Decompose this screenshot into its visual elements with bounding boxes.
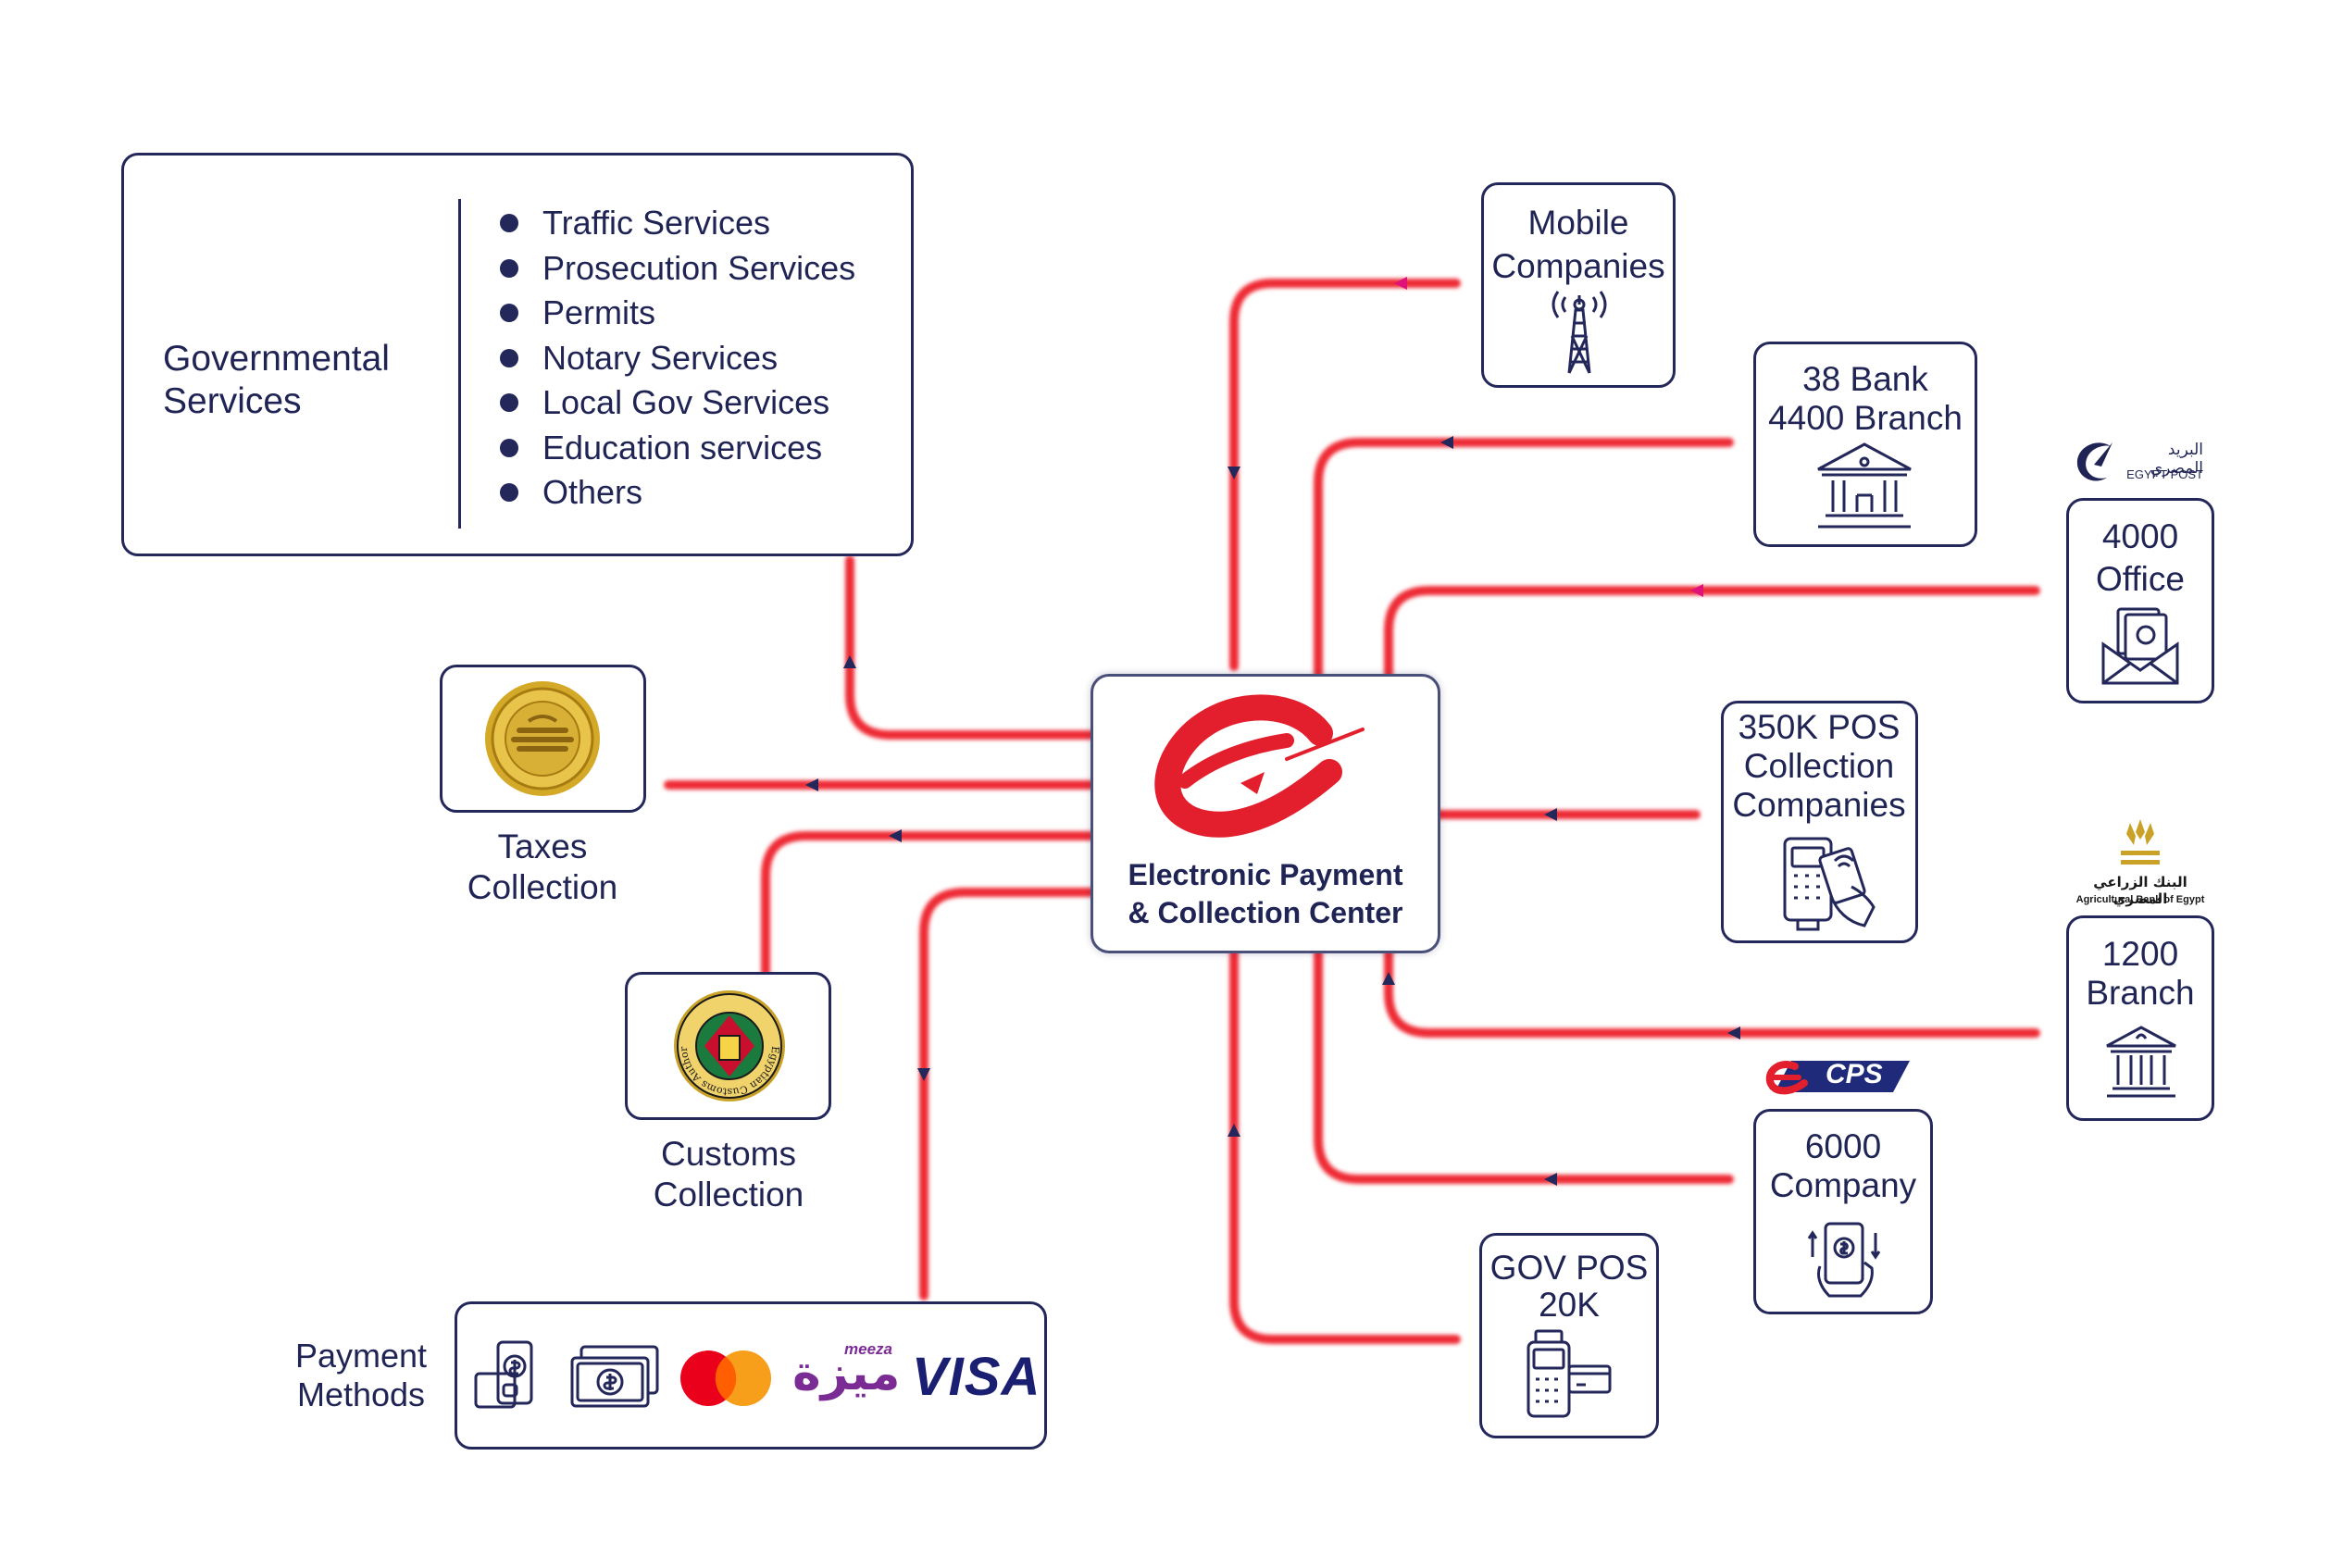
arrow-icon xyxy=(1394,277,1407,290)
label-line: 4400 Branch xyxy=(1768,399,1963,437)
label-line: Mobile xyxy=(1527,204,1629,242)
wallet-phone-icon xyxy=(474,1340,533,1409)
cash-icon xyxy=(570,1345,659,1408)
label-line: Methods xyxy=(296,1375,426,1413)
label-line: 4000 xyxy=(2101,517,2179,555)
label-line: Collection xyxy=(1743,747,1895,785)
customs-label: Customs Collection xyxy=(590,1134,867,1215)
governmental-service-item: Others xyxy=(498,470,855,516)
pos-terminal-hand-icon xyxy=(1783,837,1876,931)
label-line: 38 Bank xyxy=(1802,360,1928,398)
agri-bank-label: 1200 Branch xyxy=(2066,935,2214,1013)
connector-mobile xyxy=(1229,279,1461,671)
arrow-icon xyxy=(843,655,856,668)
phone-payment-hand-icon xyxy=(1807,1222,1881,1298)
ecps-logo-icon xyxy=(1765,1061,1910,1095)
connector-agri xyxy=(1384,949,2040,1038)
customs-authority-seal-icon: Egyptian Customs Authority xyxy=(671,988,785,1101)
mobile-companies-label: Mobile Companies xyxy=(1481,201,1676,288)
mastercard-icon xyxy=(680,1350,771,1406)
pos-companies-box xyxy=(1721,701,1918,943)
label-line: Taxes xyxy=(497,828,588,865)
title-line: & Collection Center xyxy=(1128,896,1403,929)
connector-bank xyxy=(1314,438,1734,678)
arrow-icon xyxy=(1440,436,1453,449)
label-line: 6000 xyxy=(1804,1127,1882,1165)
agri-bank-box xyxy=(2066,915,2214,1121)
bank-label: 38 Bank 4400 Branch xyxy=(1740,360,1990,438)
cell-tower-icon xyxy=(1552,291,1607,374)
label-line: Collection xyxy=(467,868,618,906)
label-line: 20K xyxy=(1539,1286,1600,1324)
tax-authority-seal-icon xyxy=(485,681,600,796)
connector-payment xyxy=(919,888,1095,1300)
gov-pos-label: GOV POS 20K xyxy=(1479,1250,1659,1324)
arrow-icon xyxy=(1382,972,1395,985)
governmental-service-item: Permits xyxy=(498,291,855,336)
bank-columns-icon xyxy=(2106,1026,2176,1098)
title-line: Electronic Payment xyxy=(1128,858,1403,891)
bank-building-icon xyxy=(1817,442,1912,529)
agri-bank-logo-ar: البنك الزراعي المصري xyxy=(2093,874,2187,907)
pos-companies-label: 350K POS Collection Companies xyxy=(1708,708,1930,825)
taxes-label: Taxes Collection xyxy=(404,827,681,908)
connector-lines xyxy=(664,279,2040,1344)
label-line: Companies xyxy=(1732,786,1906,824)
governmental-services-title: Governmental Services xyxy=(163,338,441,423)
governmental-service-item: Local Gov Services xyxy=(498,380,855,426)
cps-label: 6000 Company xyxy=(1753,1127,1933,1205)
center-title: Electronic Payment & Collection Center xyxy=(1090,856,1440,932)
arrow-icon xyxy=(889,829,902,842)
egypt-post-logo-ar: البريد المصري xyxy=(2150,441,2203,478)
connector-cps xyxy=(1314,949,1734,1184)
e-logo-icon xyxy=(1154,694,1365,838)
governmental-service-item: Education services xyxy=(498,426,855,471)
arrow-icon xyxy=(1544,1173,1557,1186)
title-line: Governmental xyxy=(163,339,390,379)
arrow-icon xyxy=(1228,1124,1240,1137)
agri-bank-logo-en: Agricultural Bank of Egypt xyxy=(2075,894,2205,905)
arrow-icon xyxy=(805,778,818,791)
label-line: Payment xyxy=(294,1337,428,1375)
label-line: Customs xyxy=(661,1135,796,1173)
label-line: Office xyxy=(2096,560,2185,598)
ecps-logo-text: CPS xyxy=(1826,1059,1883,1089)
pos-card-icon xyxy=(1527,1329,1612,1418)
governmental-service-item: Notary Services xyxy=(498,336,855,381)
egypt-post-logo-icon xyxy=(2076,442,2112,481)
label-line: GOV POS xyxy=(1489,1249,1649,1287)
agri-bank-logo-icon xyxy=(2121,819,2160,865)
arrow-icon xyxy=(1544,808,1557,821)
arrow-icon xyxy=(1727,1027,1740,1039)
label-line: 1200 xyxy=(2101,935,2179,973)
label-line: Company xyxy=(1769,1166,1917,1204)
arrow-icon xyxy=(917,1068,930,1081)
meeza-logo: meeza ميزة xyxy=(792,1340,901,1414)
vertical-divider xyxy=(458,199,461,529)
post-label: 4000 Office xyxy=(2066,516,2214,601)
egypt-post-logo-en: EGYPT POST xyxy=(2126,467,2203,481)
label-line: Collection xyxy=(653,1176,804,1213)
meeza-text-en: meeza xyxy=(844,1340,892,1358)
arrow-icon xyxy=(1228,467,1240,479)
cps-box xyxy=(1753,1109,1933,1314)
governmental-service-item: Prosecution Services xyxy=(498,246,855,292)
label-line: Companies xyxy=(1491,247,1665,285)
title-line: Services xyxy=(163,381,302,421)
connector-governmental xyxy=(845,555,1095,740)
connector-customs xyxy=(761,831,1095,977)
label-line: 350K POS xyxy=(1738,708,1901,746)
connector-govpos xyxy=(1229,949,1461,1344)
payment-methods-label: Payment Methods xyxy=(268,1337,454,1414)
envelope-money-icon xyxy=(2101,607,2179,685)
governmental-service-item: Traffic Services xyxy=(498,201,855,246)
visa-logo: VISA xyxy=(912,1347,1041,1407)
arrow-icon xyxy=(1690,584,1703,597)
connector-post xyxy=(1384,586,2040,678)
connector-arrows xyxy=(805,277,1740,1186)
meeza-text-ar: ميزة xyxy=(792,1346,901,1401)
label-line: Branch xyxy=(2086,974,2195,1012)
